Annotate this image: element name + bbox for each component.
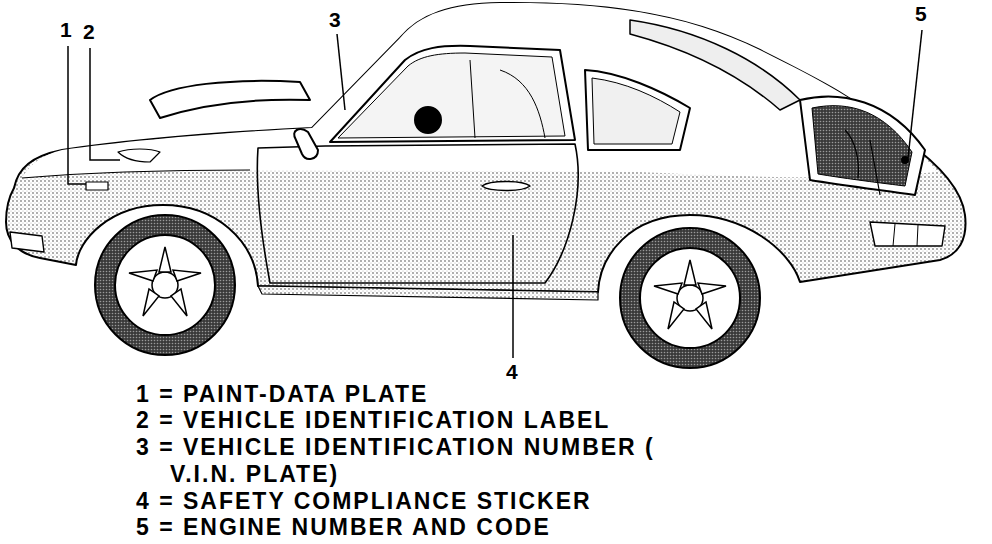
legend-text: 4 = SAFETY COMPLIANCE STICKER (136, 488, 592, 515)
front-wheel (95, 215, 235, 355)
legend-text: 3 = VEHICLE IDENTIFICATION NUMBER ( V.I.… (136, 434, 677, 488)
callout-number: 4 (506, 360, 518, 384)
leader-lines (68, 30, 922, 358)
legend-text: 1 = PAINT-DATA PLATE (136, 381, 428, 408)
legend-text: 5 = ENGINE NUMBER AND CODE (136, 514, 551, 541)
rear-wheel (620, 228, 760, 368)
callout-number: 1 (60, 18, 72, 42)
callout-number: 3 (329, 8, 341, 32)
callout-number: 5 (915, 2, 927, 26)
callout-number: 2 (83, 20, 95, 44)
legend-text: 2 = VEHICLE IDENTIFICATION LABEL (136, 407, 610, 434)
